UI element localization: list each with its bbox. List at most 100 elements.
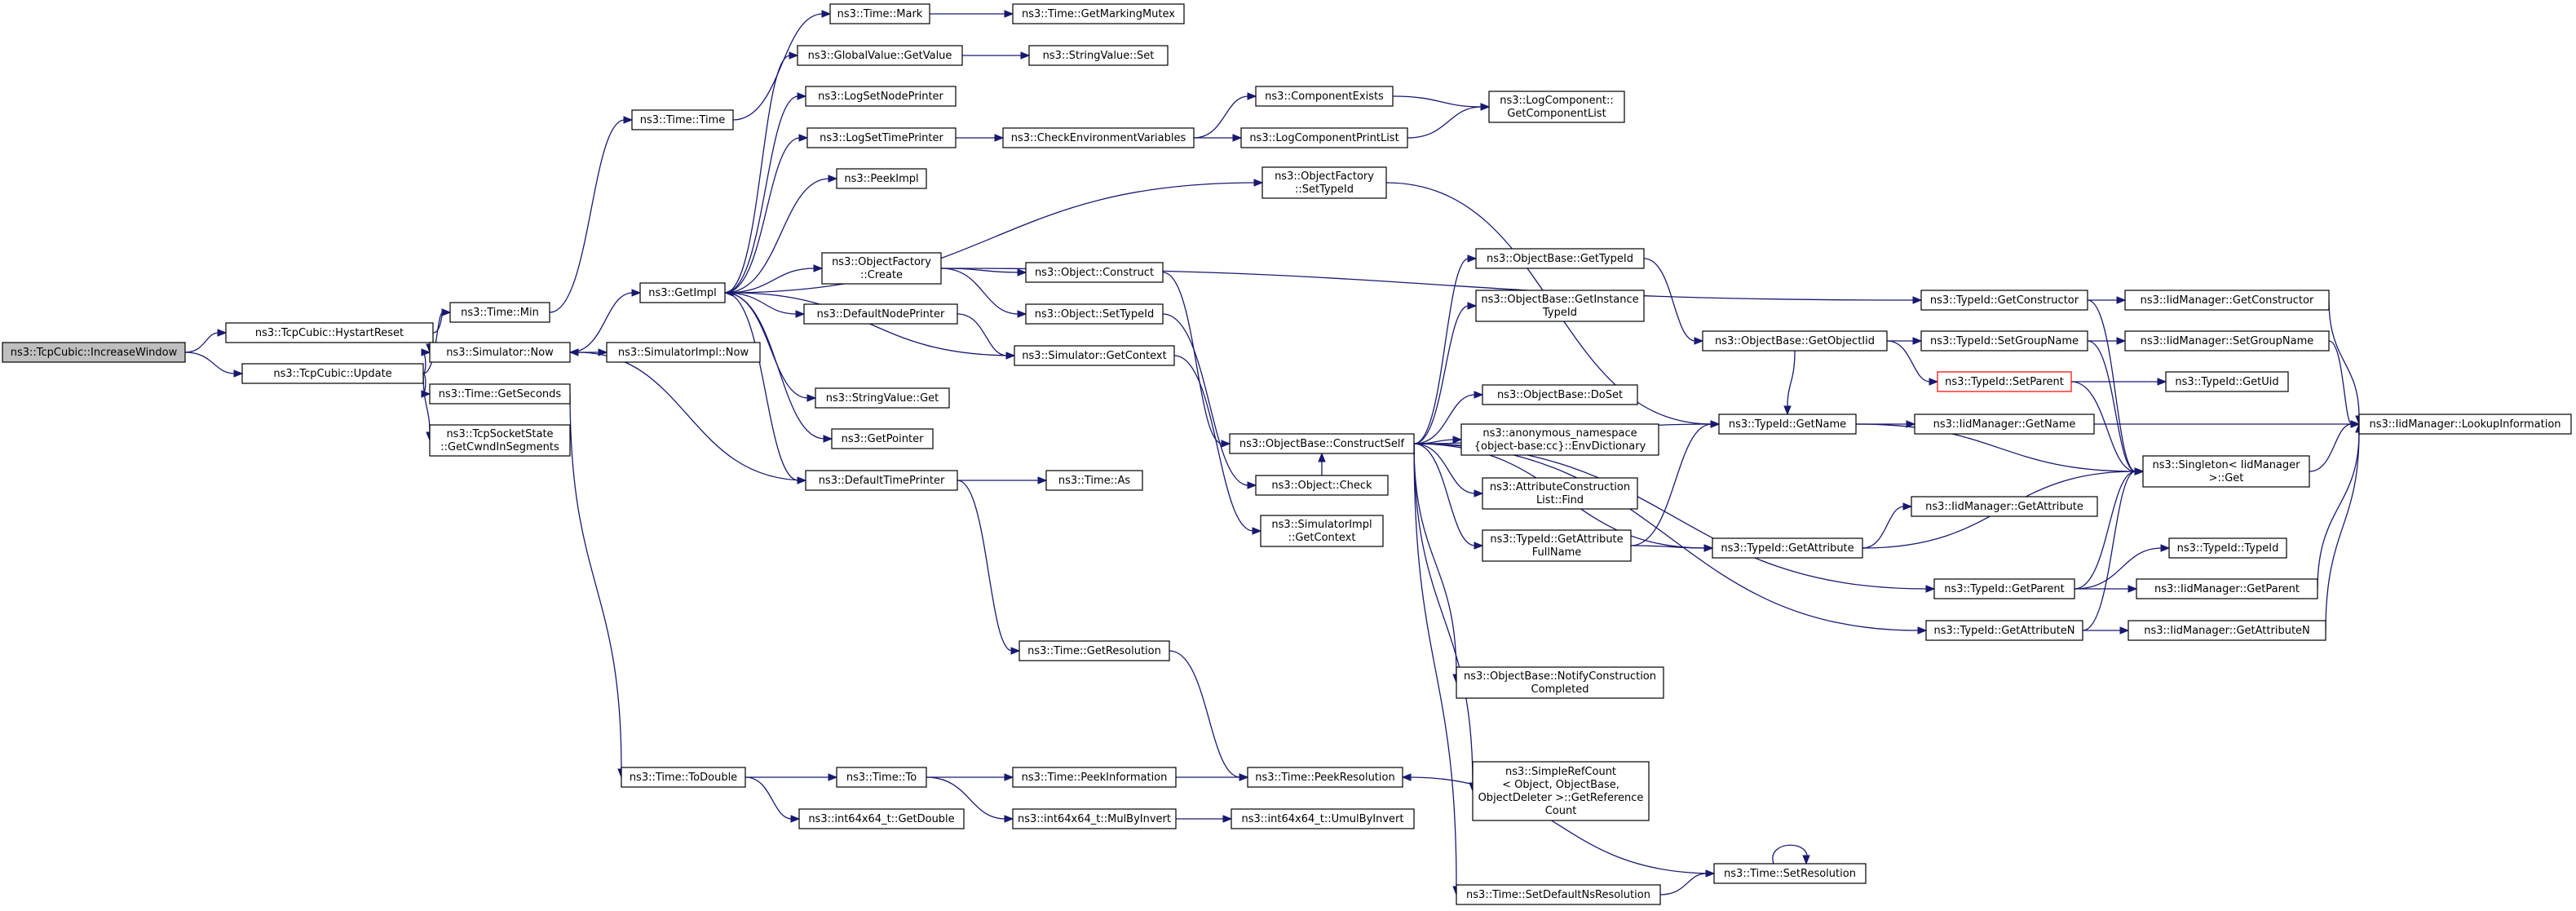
edge-object_settypeid-to-object_check (1162, 313, 1257, 489)
node-label: ns3::CheckEnvironmentVariables (1011, 132, 1186, 144)
node-time_to[interactable]: ns3::Time::To (836, 767, 927, 788)
node-label: ns3::Time::Mark (837, 8, 923, 20)
node-label: ns3::StringValue::Set (1043, 50, 1155, 62)
node-box (1261, 166, 1387, 199)
node-iidmanager_getconstructor[interactable]: ns3::IidManager::GetConstructor (2124, 290, 2330, 311)
edge-time_to-to-int64_mulbyinvert (926, 776, 1014, 823)
node-label: ns3::Object::Construct (1035, 267, 1154, 279)
node-label: ns3::Time::Min (461, 307, 539, 319)
node-box (1456, 666, 1664, 699)
node-time_setresolution[interactable]: ns3::Time::SetResolution (1713, 863, 1867, 884)
node-stringvalue_get[interactable]: ns3::StringValue::Get (815, 387, 950, 409)
node-time_as[interactable]: ns3::Time::As (1045, 470, 1143, 491)
node-getpointer[interactable]: ns3::GetPointer (831, 428, 934, 449)
node-simimpl_now[interactable]: ns3::SimulatorImpl::Now (606, 342, 761, 363)
edge-time_todouble-to-time_to (745, 773, 838, 781)
node-simplerefcount[interactable]: ns3::SimpleRefCount< Object, ObjectBase,… (1472, 761, 1650, 821)
edge-update-to-time_getseconds (421, 373, 431, 398)
node-time_todouble[interactable]: ns3::Time::ToDouble (621, 767, 746, 788)
edge-logcomponentprintlist-to-logcomponent_getlist (1407, 103, 1491, 139)
node-objectbase_gettypeid[interactable]: ns3::ObjectBase::GetTypeId (1475, 248, 1645, 269)
node-iidmanager_getparent[interactable]: ns3::IidManager::GetParent (2136, 578, 2318, 599)
node-typeid_getparent[interactable]: ns3::TypeId::GetParent (1933, 578, 2075, 599)
node-box (805, 470, 958, 491)
edge-typeid_getattributen-to-singleton_get (2082, 467, 2145, 631)
node-time_getresolution[interactable]: ns3::Time::GetResolution (1018, 640, 1170, 661)
node-label: ns3::Time::SetDefaultNsResolution (1466, 889, 1650, 901)
node-object_settypeid[interactable]: ns3::Object::SetTypeId (1025, 303, 1164, 325)
node-tcpsocketstate[interactable]: ns3::TcpSocketState::GetCwndInSegments (429, 424, 571, 457)
node-defaultnodeprinter[interactable]: ns3::DefaultNodePrinter (803, 303, 958, 325)
node-box (2, 342, 186, 363)
node-typeid_getattribute[interactable]: ns3::TypeId::GetAttribute (1712, 537, 1863, 559)
edge-objectbase_constructself-to-typeid_getparent (1413, 443, 1936, 593)
node-label: ns3::IidManager::SetGroupName (2141, 335, 2314, 347)
node-objectfactory_settypeid[interactable]: ns3::ObjectFactory::SetTypeId (1261, 166, 1387, 199)
node-defaulttimeprinter[interactable]: ns3::DefaultTimePrinter (805, 470, 958, 491)
node-typeid_getuid[interactable]: ns3::TypeId::GetUid (2165, 371, 2289, 392)
node-iidmanager_setgroupname[interactable]: ns3::IidManager::SetGroupName (2124, 330, 2330, 352)
node-time_min[interactable]: ns3::Time::Min (449, 302, 550, 323)
edge-defaulttimeprinter-to-time_getresolution (957, 480, 1021, 655)
node-simimpl_getcontext[interactable]: ns3::SimulatorImpl::GetContext (1260, 515, 1384, 547)
node-time_mark[interactable]: ns3::Time::Mark (829, 3, 930, 24)
node-getimpl[interactable]: ns3::GetImpl (639, 282, 726, 303)
node-label: ns3::PeekImpl (844, 173, 918, 185)
node-sim_now[interactable]: ns3::Simulator::Now (429, 342, 571, 363)
node-objectfactory_create[interactable]: ns3::ObjectFactory::Create (821, 252, 942, 285)
node-anon_envdictionary[interactable]: ns3::anonymous_namespace{object-base:cc}… (1460, 423, 1659, 456)
node-box (1914, 413, 2095, 435)
node-typeid_typeid[interactable]: ns3::TypeId::TypeId (2168, 537, 2287, 559)
node-componentexists[interactable]: ns3::ComponentExists (1255, 86, 1394, 107)
node-time_getseconds[interactable]: ns3::Time::GetSeconds (429, 383, 571, 405)
node-label: ns3::TypeId::GetUid (2175, 376, 2278, 388)
node-time_setdefaultnsresolution[interactable]: ns3::Time::SetDefaultNsResolution (1456, 884, 1661, 905)
node-typeid_getattributen[interactable]: ns3::TypeId::GetAttributeN (1925, 620, 2083, 641)
node-typeid_setgroupname[interactable]: ns3::TypeId::SetGroupName (1920, 330, 2088, 352)
node-increase_window[interactable]: ns3::TcpCubic::IncreaseWindow (2, 342, 186, 363)
node-int64_umulbyinvert[interactable]: ns3::int64x64_t::UmulByInvert (1231, 808, 1415, 829)
node-label: ns3::IidManager::GetAttributeN (2144, 625, 2310, 637)
node-label: ns3::LogSetNodePrinter (818, 91, 943, 103)
node-iidmanager_getattribute[interactable]: ns3::IidManager::GetAttribute (1911, 496, 2098, 517)
node-int64_mulbyinvert[interactable]: ns3::int64x64_t::MulByInvert (1012, 808, 1177, 829)
node-object_construct[interactable]: ns3::Object::Construct (1025, 262, 1164, 283)
node-objectbase_doset[interactable]: ns3::ObjectBase::DoSet (1482, 384, 1638, 405)
node-singleton_get[interactable]: ns3::Singleton< IidManager >::Get (2142, 455, 2310, 488)
node-logcomponent_getlist[interactable]: ns3::LogComponent::GetComponentList (1488, 91, 1625, 123)
node-label: ::GetCwndInSegments (440, 441, 559, 453)
node-peekimpl[interactable]: ns3::PeekImpl (836, 168, 927, 189)
node-label: ns3::TypeId::TypeId (2177, 542, 2279, 555)
node-globalvalue_getvalue[interactable]: ns3::GlobalValue::GetValue (797, 45, 963, 66)
node-time_peekinformation[interactable]: ns3::Time::PeekInformation (1012, 767, 1177, 788)
node-objectbase_notifyconstruction[interactable]: ns3::ObjectBase::NotifyConstructionCompl… (1456, 666, 1664, 699)
node-label: ns3::Object::Check (1271, 480, 1372, 492)
node-int64_getdouble[interactable]: ns3::int64x64_t::GetDouble (798, 808, 965, 829)
node-hystart_reset[interactable]: ns3::TcpCubic::HystartReset (225, 322, 434, 343)
node-object_check[interactable]: ns3::Object::Check (1255, 475, 1389, 496)
node-logcomponentprintlist[interactable]: ns3::LogComponentPrintList (1240, 127, 1408, 148)
node-typeid_getconstructor[interactable]: ns3::TypeId::GetConstructor (1920, 290, 2088, 311)
node-box (797, 45, 963, 66)
node-time_time[interactable]: ns3::Time::Time (631, 109, 734, 130)
node-box (1025, 262, 1164, 283)
node-logsetnodeprinter[interactable]: ns3::LogSetNodePrinter (805, 86, 957, 107)
node-iidmanager_getattributen[interactable]: ns3::IidManager::GetAttributeN (2128, 620, 2326, 641)
node-time_peekresolution[interactable]: ns3::Time::PeekResolution (1247, 767, 1403, 788)
node-iidmanager_getname[interactable]: ns3::IidManager::GetName (1914, 413, 2095, 435)
node-typeid_setparent[interactable]: ns3::TypeId::SetParent (1937, 371, 2072, 392)
node-objectbase_constructself[interactable]: ns3::ObjectBase::ConstructSelf (1229, 433, 1415, 454)
node-typeid_getname[interactable]: ns3::TypeId::GetName (1718, 413, 1857, 435)
node-iidmanager_lookupinformation[interactable]: ns3::IidManager::LookupInformation (2358, 413, 2572, 435)
node-logsettimeprinter[interactable]: ns3::LogSetTimePrinter (806, 127, 957, 148)
node-objectbase_getobjectiid[interactable]: ns3::ObjectBase::GetObjectIid (1702, 330, 1888, 352)
node-update[interactable]: ns3::TcpCubic::Update (241, 363, 424, 384)
node-checkenv[interactable]: ns3::CheckEnvironmentVariables (1002, 127, 1195, 148)
node-time_getmarkingmutex[interactable]: ns3::Time::GetMarkingMutex (1012, 3, 1185, 24)
node-stringvalue_set[interactable]: ns3::StringValue::Set (1028, 45, 1169, 66)
edge-getimpl-to-logsettimeprinter (724, 134, 809, 294)
node-sim_getcontext[interactable]: ns3::Simulator::GetContext (1014, 345, 1175, 366)
